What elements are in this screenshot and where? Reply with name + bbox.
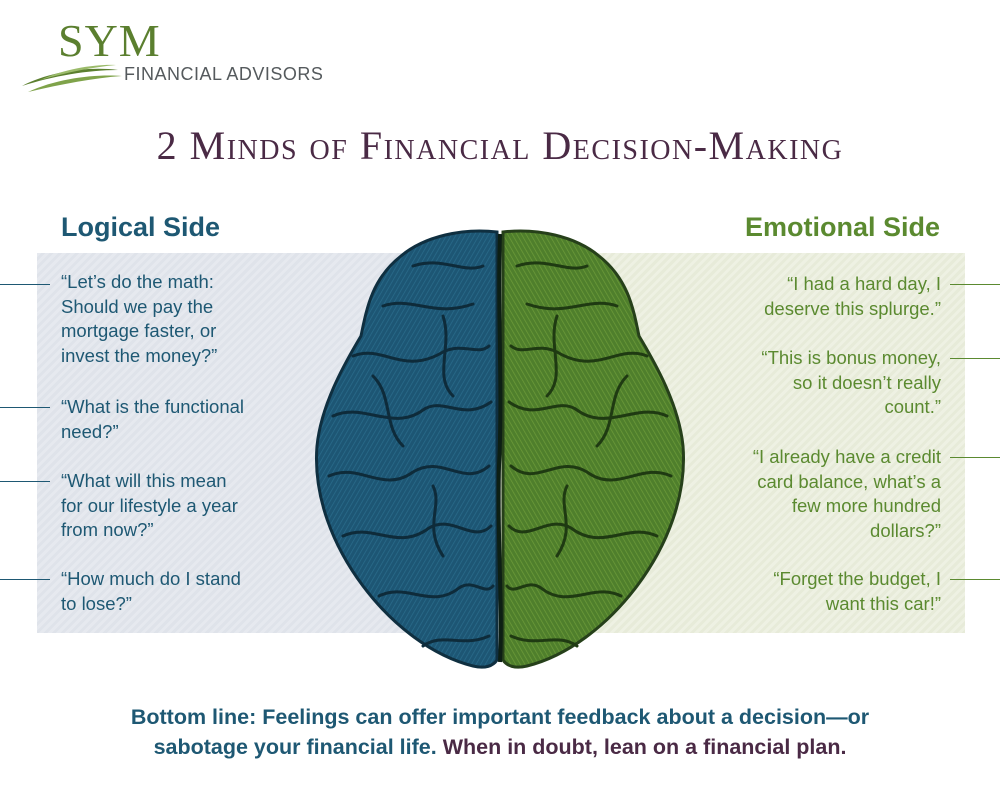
- emotional-quote-connector: [950, 579, 1000, 580]
- logo-swoosh-icon: [22, 64, 122, 92]
- emotional-quote: “I already have a credit card balance, w…: [752, 446, 941, 541]
- emotional-quote: “This is bonus money, so it doesn’t real…: [761, 347, 941, 417]
- logical-quote-connector: [0, 407, 50, 408]
- bottom-line-2-part2: When in doubt, lean on a financial plan.: [442, 735, 847, 759]
- bottom-line-2-part1: sabotage your financial life.: [153, 735, 437, 759]
- company-logo: SYM FINANCIAL ADVISORS: [18, 14, 323, 94]
- emotional-quote-connector: [950, 284, 1000, 285]
- bottom-line-text: Bottom line: Feelings can offer importan…: [0, 702, 1000, 762]
- emotional-quote: “Forget the budget, I want this car!”: [773, 568, 941, 614]
- page-title: 2 Minds of Financial Decision-Making: [156, 123, 844, 168]
- brain-illustration: [314, 229, 686, 669]
- logical-quote: “What is the functional need?”: [61, 396, 245, 442]
- logical-quote-connector: [0, 284, 50, 285]
- bottom-line-2: sabotage your financial life. When in do…: [0, 732, 1000, 762]
- emotional-side-heading: Emotional Side: [744, 212, 940, 242]
- emotional-quote-connector: [950, 358, 1000, 359]
- logical-quote-connector: [0, 579, 50, 580]
- emotional-quote-connector: [950, 457, 1000, 458]
- logo-name: SYM: [58, 15, 161, 66]
- logical-quote: “Let’s do the math: Should we pay the mo…: [61, 271, 218, 366]
- logical-quote-connector: [0, 481, 50, 482]
- logical-quote: “How much do I stand to lose?”: [61, 568, 241, 614]
- logical-quote: “What will this mean for our lifestyle a…: [61, 470, 238, 540]
- emotional-quote: “I had a hard day, I deserve this splurg…: [764, 273, 941, 319]
- bottom-line-1: Bottom line: Feelings can offer importan…: [130, 705, 870, 729]
- logical-side-heading: Logical Side: [61, 212, 221, 242]
- logo-tagline: FINANCIAL ADVISORS: [124, 64, 324, 84]
